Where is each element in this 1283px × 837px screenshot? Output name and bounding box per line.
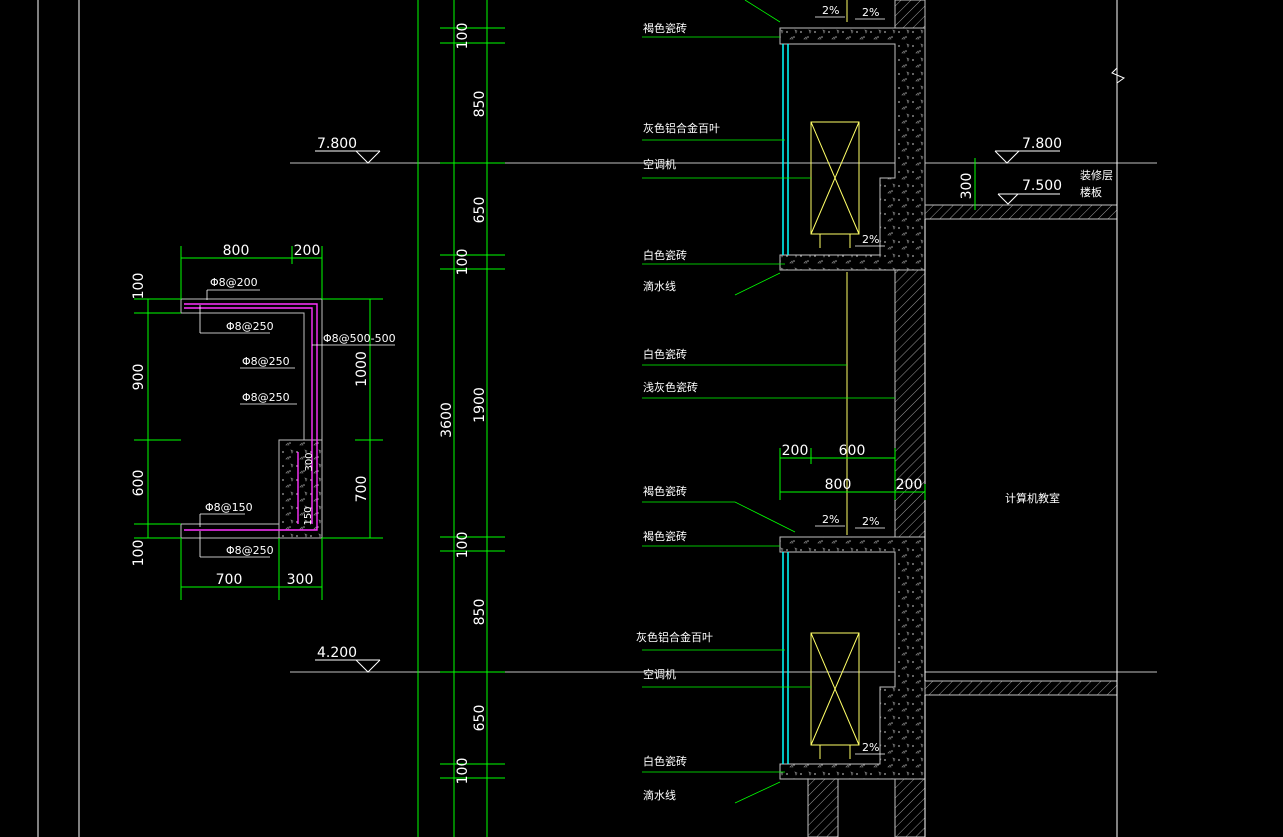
label-white-tile-2: 白色瓷砖 [643,754,687,768]
label-ac-2: 空调机 [643,667,676,681]
elevation-left-upper: 7.800 [317,136,357,152]
slope-6: 2% [862,741,879,754]
slope-4: 2% [822,513,839,526]
slope-5: 2% [862,515,879,528]
rebar-label-6: Φ8@150 [205,501,253,514]
detail-hatch-block [278,439,323,539]
detail-dim-bottom-300: 300 [287,572,314,588]
vdim-seg-4: 100 [455,249,471,276]
ac-dim-600: 600 [839,443,866,459]
detail-dim-top-800: 800 [223,243,250,259]
ac-unit-upper [810,121,860,248]
detail-leaders [199,289,395,558]
label-drip-1: 滴水线 [643,279,676,293]
label-tile-brown-2b: 褐色瓷砖 [643,529,687,543]
slab-dim-300-text: 300 [959,173,975,200]
label-tile-top-1: 褐色瓷砖 [643,21,687,35]
detail-dim-bottom-700: 700 [216,572,243,588]
vdim-seg-8: 650 [472,705,488,732]
louver-lower [782,552,789,764]
ac-width-dims [779,448,926,500]
vdim-overall: 3600 [439,402,455,438]
slope-3: 2% [862,233,879,246]
rebar-label-2: Φ8@250 [226,320,274,333]
rebar-label-7: Φ8@250 [226,544,274,557]
label-white-tile-1: 白色瓷砖 [643,248,687,262]
louver-upper [782,44,789,255]
sheet-border [37,0,80,837]
slope-2: 2% [862,6,879,19]
detail-rebar [184,303,318,531]
detail-inner-150: 150 [303,506,314,525]
vdim-seg-3: 650 [472,197,488,224]
rebar-label-3: Φ8@500-500 [323,332,396,345]
vdim-seg-9: 100 [455,758,471,785]
right-structure-lines [924,0,1126,837]
label-floor-slab: 楼板 [1080,185,1102,199]
rebar-label-1: Φ8@200 [210,276,258,289]
detail-dim-left-900: 900 [131,364,147,391]
slope-arrows [815,16,885,755]
vdim-seg-7: 850 [472,599,488,626]
label-leaders [642,0,895,804]
label-tile-brown-2a: 褐色瓷砖 [643,484,687,498]
elevation-right-lower: 7.500 [1022,178,1062,194]
label-drip-2: 滴水线 [643,788,676,802]
detail-dim-right-700: 700 [354,476,370,503]
ac-dim-200b: 200 [896,477,923,493]
detail-dim-top-200: 200 [294,243,321,259]
slope-1: 2% [822,4,839,17]
elevation-right-upper: 7.800 [1022,136,1062,152]
detail-dim-lines [134,246,383,600]
label-louver-1: 灰色铝合金百叶 [643,121,720,135]
ac-board-section-detail: 800 200 700 300 100 900 600 100 1000 700… [131,243,396,600]
ac-dim-200a: 200 [782,443,809,459]
elevation-symbols [315,150,1060,673]
vdim-seg-5: 1900 [472,387,488,423]
detail-dim-left-100b: 100 [131,540,147,567]
elevation-lines [290,162,1157,673]
label-white-tile-mid: 白色瓷砖 [643,347,687,361]
ac-dim-800: 800 [825,477,852,493]
label-light-gray-tile: 浅灰色瓷砖 [643,380,698,394]
vdim-seg-1: 100 [455,23,471,50]
label-decor-layer: 装修层 [1080,168,1113,182]
building-wall-section [779,0,1118,837]
vdim-seg-6: 100 [455,532,471,559]
rebar-label-5: Φ8@250 [242,391,290,404]
rebar-label-4: Φ8@250 [242,355,290,368]
detail-dim-left-600: 600 [131,470,147,497]
vertical-dim-lines [417,0,505,837]
label-ac-1: 空调机 [643,157,676,171]
detail-dim-right-1000: 1000 [354,351,370,387]
vdim-seg-2: 850 [472,91,488,118]
detail-inner-300: 300 [304,452,315,471]
ac-unit-lower [810,632,860,759]
elevation-left-lower: 4.200 [317,645,357,661]
detail-dim-left-100a: 100 [131,273,147,300]
label-louver-2: 灰色铝合金百叶 [636,630,713,644]
label-computer-room: 计算机教室 [1005,491,1060,505]
